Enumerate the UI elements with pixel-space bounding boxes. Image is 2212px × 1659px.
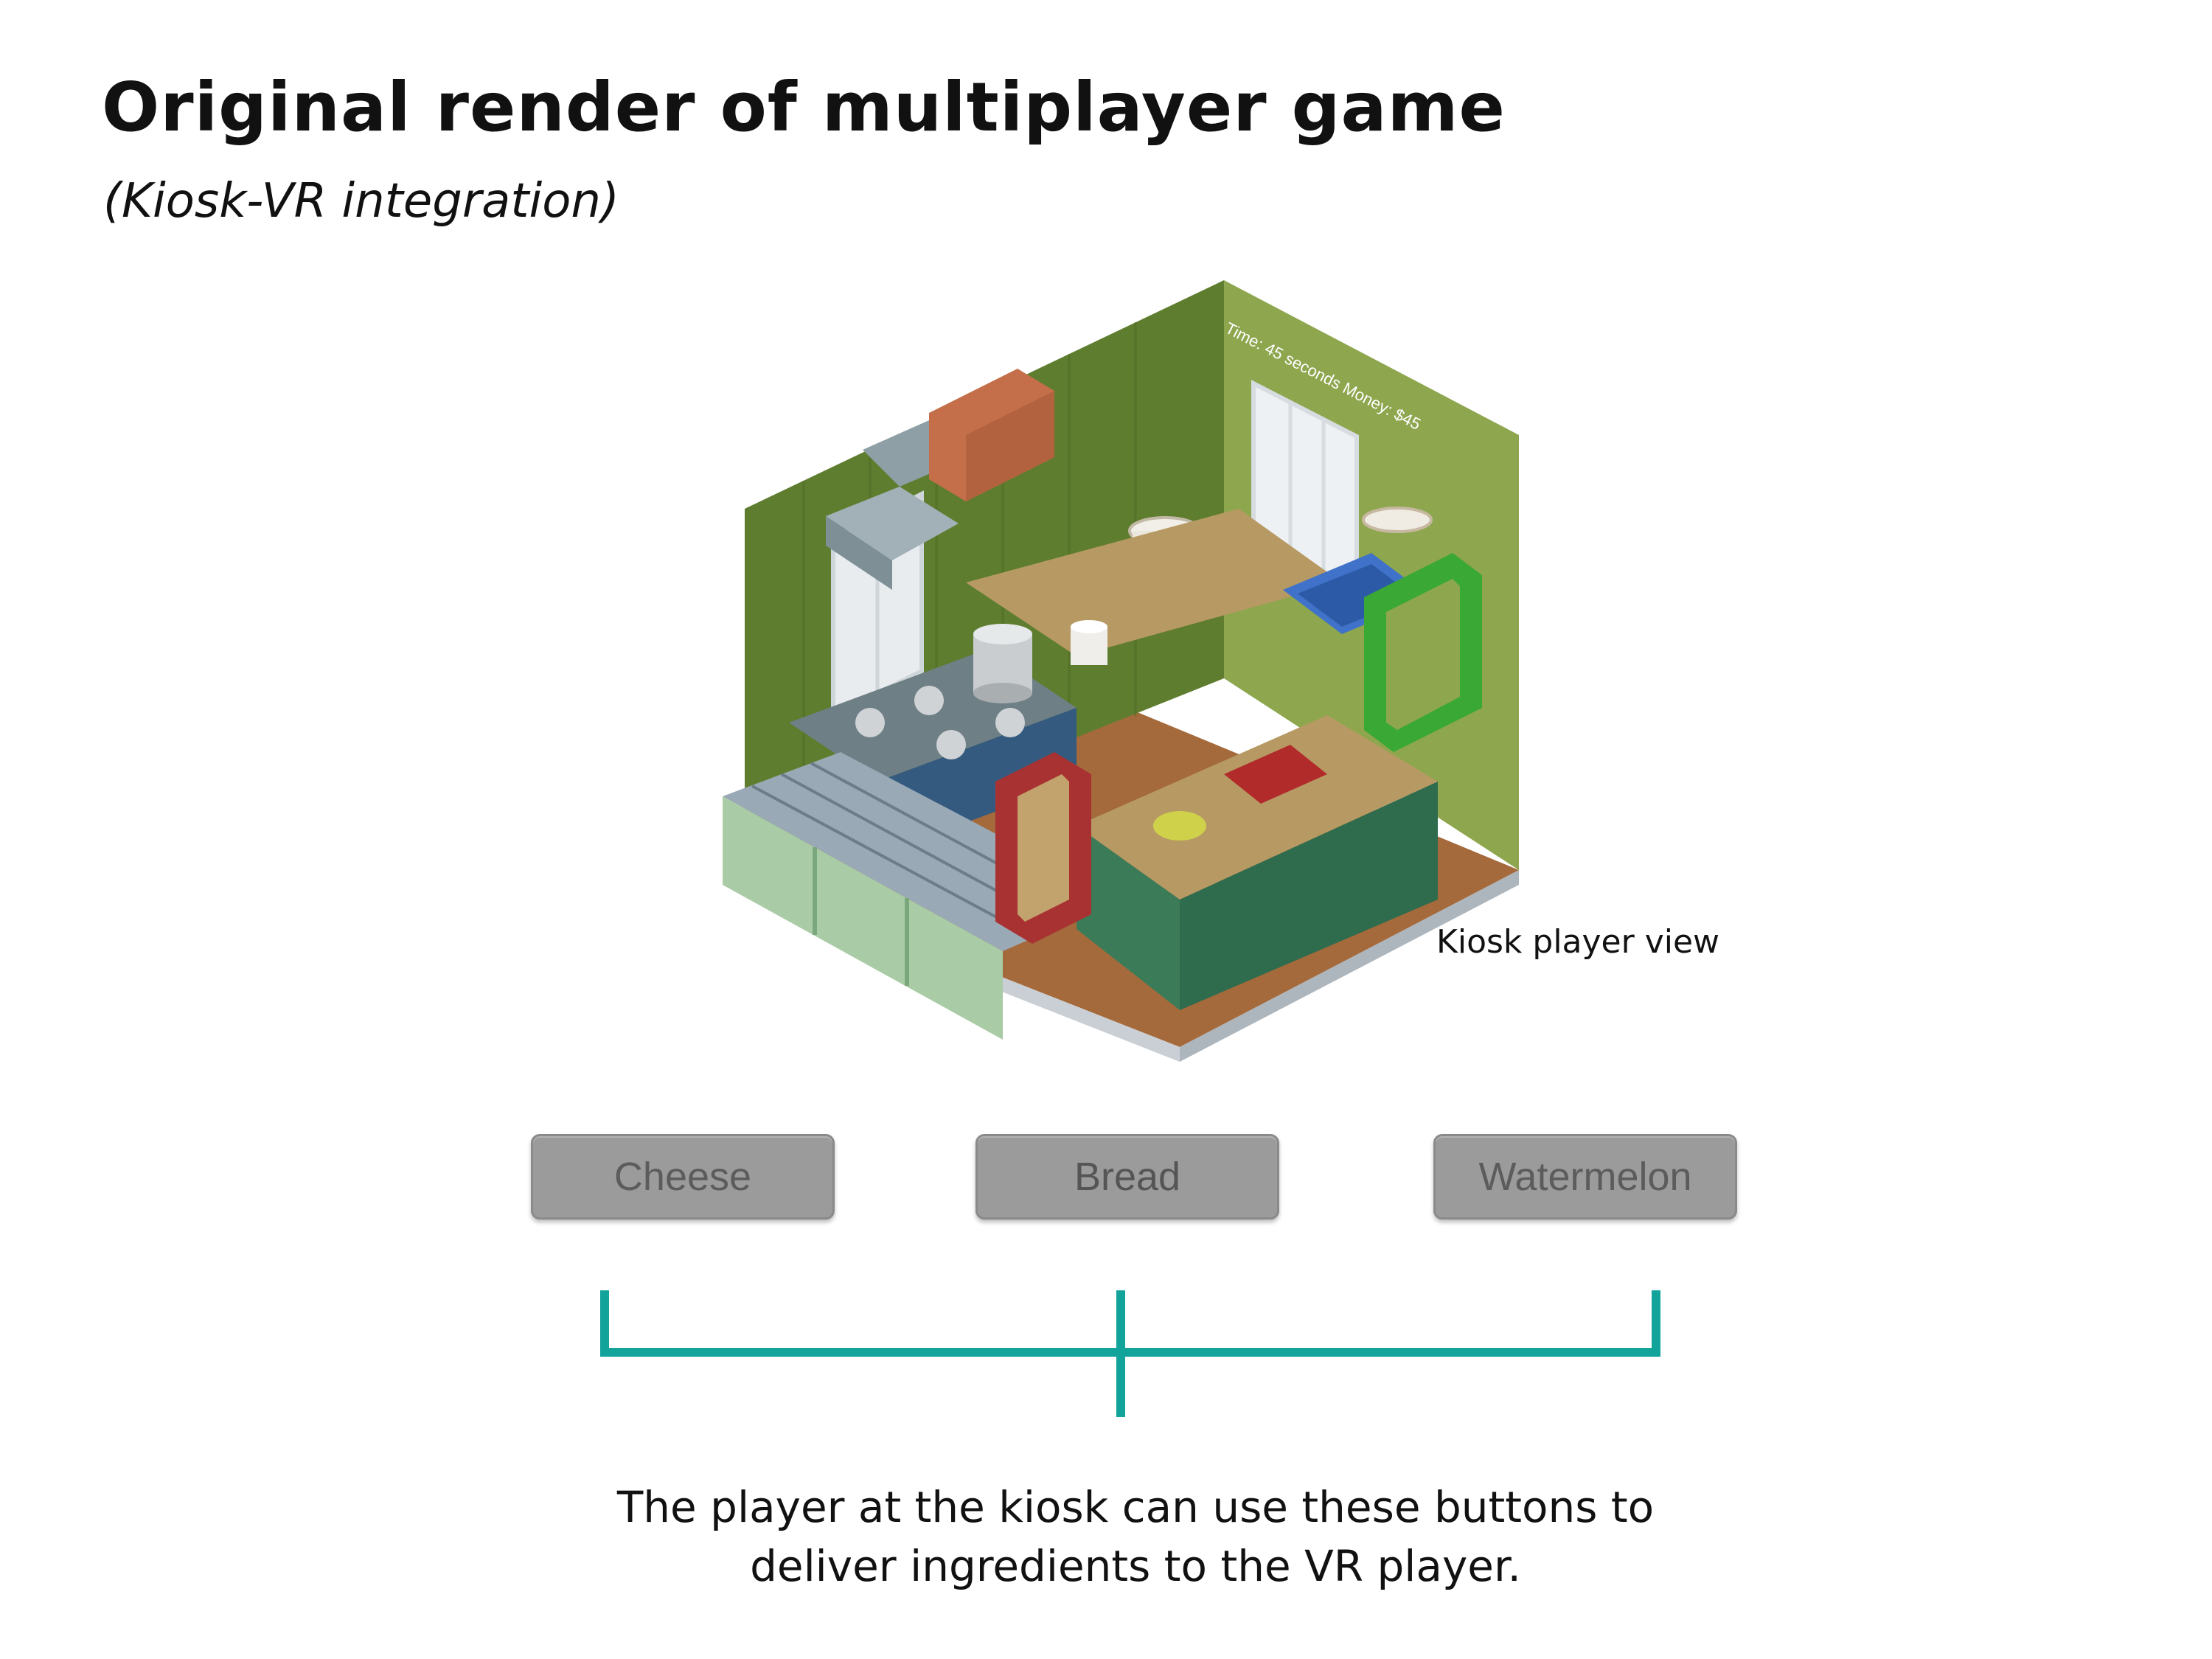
- cutting-board: [1224, 745, 1327, 804]
- caption-line-2: deliver ingredients to the VR player.: [750, 1541, 1521, 1591]
- kitchen-island: [1077, 715, 1438, 900]
- lower-cabinets: [723, 796, 1003, 1040]
- green-delivery-portal: [1364, 553, 1482, 752]
- explanatory-caption: The player at the kiosk can use these bu…: [442, 1478, 1829, 1596]
- red-delivery-portal: [995, 752, 1091, 944]
- watermelon-button[interactable]: Watermelon: [1433, 1134, 1737, 1220]
- cheese-button[interactable]: Cheese: [531, 1134, 835, 1220]
- page-subtitle: (Kiosk-VR integration): [103, 174, 619, 229]
- cheese-item: [1153, 811, 1206, 841]
- page-title: Original render of multiplayer game: [102, 68, 1506, 147]
- kiosk-view-label: Kiosk player view: [1436, 923, 1720, 961]
- back-counter: [966, 509, 1342, 656]
- caption-line-1: The player at the kiosk can use these bu…: [616, 1482, 1655, 1532]
- bread-button[interactable]: Bread: [975, 1134, 1279, 1220]
- kitchen-scene-render: Time: 45 seconds Money: $45: [708, 265, 1548, 1077]
- button-group-bracket: [590, 1283, 1681, 1430]
